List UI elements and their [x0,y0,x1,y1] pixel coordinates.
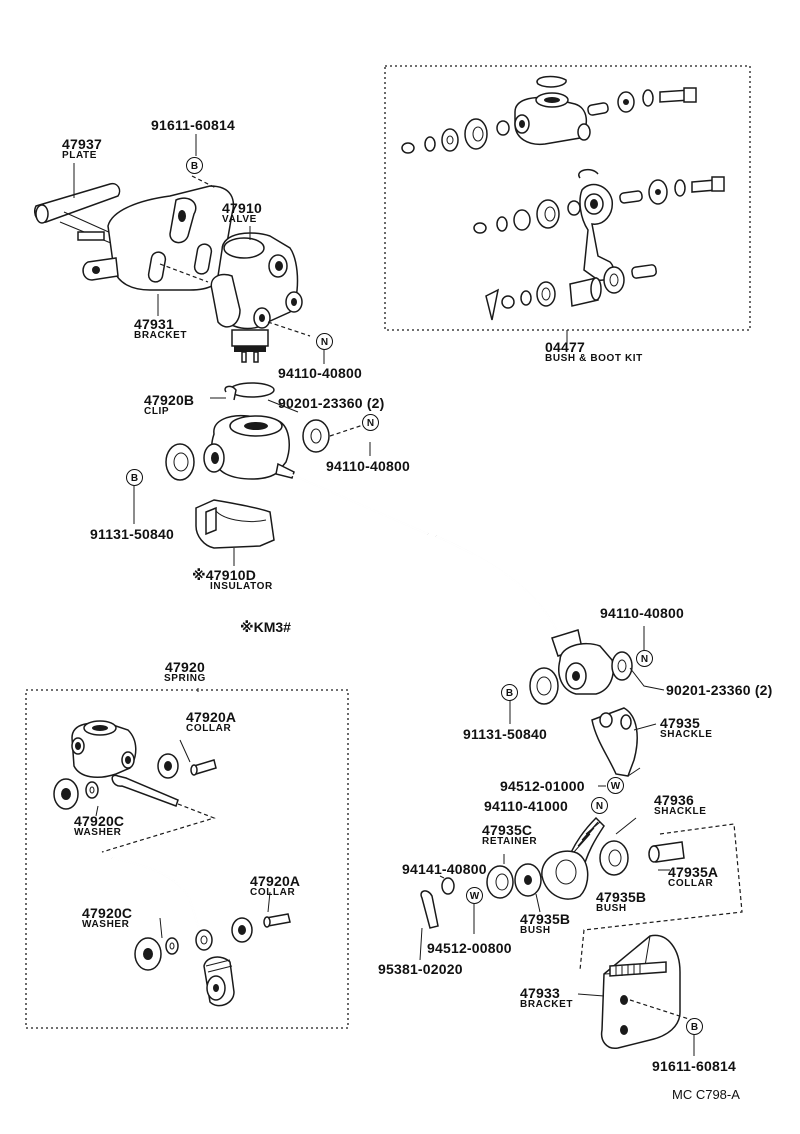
part-name: SPRING [164,673,206,684]
bolt-symbol-icon: B [126,469,143,486]
washer-symbol-icon: W [466,887,483,904]
part-number: 04477 [545,339,585,355]
label-90201-b: 90201-23360 (2) [666,682,773,698]
label-91611-bottom: 91611-60814 [652,1058,736,1074]
label-91131-a: 91131-50840 [90,526,174,542]
part-name: BUSH [520,925,551,936]
bolt-symbol-icon: B [501,684,518,701]
rod-end-bushing [529,629,633,705]
part-number: 47933 [520,985,560,1001]
label-94110-c: 94110-40800 [600,605,684,621]
part-name: COLLAR [186,723,232,734]
bolt-symbol-icon: B [186,157,203,174]
part-number: 47920 [165,659,205,675]
part-number: 47920A [186,709,237,725]
clip-and-center-body [165,382,367,549]
part-number: 47935 [660,715,700,731]
part-name: COLLAR [668,878,714,889]
part-number: 47920B [144,392,195,408]
part-name: INSULATOR [210,581,273,592]
part-number: 47931 [134,316,174,332]
part-name: SHACKLE [660,729,713,740]
part-number: 47920A [250,873,301,889]
part-name: WASHER [74,827,122,838]
diagram-reference-code: MC C798-A [672,1087,740,1102]
nut-symbol-icon: N [591,797,608,814]
part-name: BUSH [596,903,627,914]
label-94141: 94141-40800 [402,861,487,877]
part-name: RETAINER [482,836,538,847]
label-91131-b: 91131-50840 [463,726,547,742]
part-number: 47935B [596,889,647,905]
part-name: SHACKLE [654,806,707,817]
model-note: ※KM3# [240,619,291,635]
nut-symbol-icon: N [362,414,379,431]
label-94512-b: 94512-00800 [427,940,512,956]
nut-symbol-icon: N [316,333,333,350]
part-number: 47937 [62,136,102,152]
part-name: VALVE [222,214,257,225]
part-name: BUSH & BOOT KIT [545,353,643,364]
lower-bracket [600,934,693,1049]
control-rod [289,473,561,637]
part-number: 47935B [520,911,571,927]
plate-bracket-assembly [34,175,247,291]
spring-subassembly-parts [53,720,291,1007]
label-90201-a: 90201-23360 (2) [278,395,385,411]
label-94110-a: 94110-40800 [278,365,362,381]
part-number: 47920C [82,905,133,921]
part-name: BRACKET [520,999,574,1010]
shackle-bolt-and-bushes [420,816,743,971]
part-name: CLIP [144,406,170,417]
label-94512-a: 94512-01000 [500,778,585,794]
bolt-symbol-icon: B [686,1018,703,1035]
part-number: 47920C [74,813,125,829]
part-name: COLLAR [250,887,296,898]
nut-symbol-icon: N [636,650,653,667]
leader-lines [73,134,695,1056]
spring-subassembly-box [25,689,349,1029]
part-number: ※47910D [192,567,257,583]
part-number: 47936 [654,792,694,808]
label-95381: 95381-02020 [378,961,463,977]
label-94110-b: 94110-40800 [326,458,410,474]
part-number: 47910 [222,200,262,216]
label-94110-d: 94110-41000 [484,798,568,814]
part-name: BRACKET [134,330,188,341]
part-name: WASHER [82,919,130,930]
valve [210,232,311,363]
washer-symbol-icon: W [607,777,624,794]
label-91611-top: 91611-60814 [151,117,235,133]
part-name: PLATE [62,150,98,161]
bush-boot-kit-parts [401,75,725,321]
part-number: 47935A [668,864,719,880]
shackle [591,707,641,777]
part-number: 47935C [482,822,533,838]
